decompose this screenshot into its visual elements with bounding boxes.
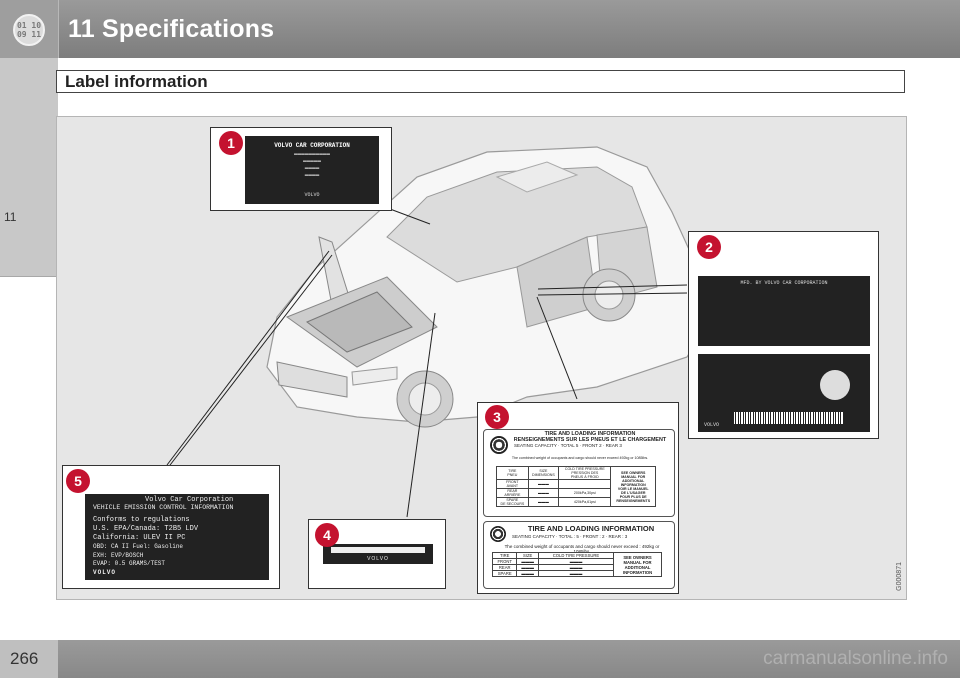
tire-code-plate-brand: VOLVO — [704, 422, 720, 428]
callout-1: 1 — [219, 131, 243, 155]
side-chapter-tab[interactable]: 11 — [0, 58, 58, 277]
certification-plate-header: MFD. BY VOLVO CAR CORPORATION — [740, 280, 828, 286]
watermark: carmanualsonline.info — [763, 648, 948, 669]
emission-line: Volvo Car Corporation — [145, 496, 234, 504]
load-caption: The combined weight of occupants and car… — [511, 456, 649, 460]
emission-line: VEHICLE EMISSION CONTROL INFORMATION — [93, 504, 234, 511]
label-2-panel: MFD. BY VOLVO CAR CORPORATION VOLVO — [688, 231, 879, 439]
label-location-figure: VOLVO CAR CORPORATION ▬▬▬▬▬▬▬▬▬▬▬▬▬▬▬▬▬▬… — [56, 116, 907, 600]
emission-line: Conforms to regulations — [93, 516, 190, 524]
chapter-title: 11 Specifications — [68, 15, 275, 43]
tire-label-english: TIRE AND LOADING INFORMATION SEATING CAP… — [483, 521, 675, 589]
emission-plate-brand: VOLVO — [93, 569, 117, 576]
emission-line: EXH: EVP/BOSCH — [93, 552, 144, 559]
plate-title: VOLVO CAR CORPORATION — [274, 142, 350, 149]
emission-line: U.S. EPA/Canada: T2B5 LDV — [93, 525, 199, 533]
load-caption: The combined weight of occupants and car… — [504, 544, 660, 554]
car-illustration — [166, 146, 708, 518]
chapter-icon: 01 10 09 11 — [13, 14, 45, 46]
emission-line: California: ULEV II PC — [93, 534, 186, 542]
callout-4: 4 — [315, 523, 339, 547]
callout-2: 2 — [697, 235, 721, 259]
emission-line: EVAP: 0.5 GRAMS/TEST — [93, 560, 166, 567]
figure-code: G000871 — [896, 562, 903, 591]
label-5-panel: Volvo Car Corporation VEHICLE EMISSION C… — [62, 465, 280, 589]
tire-label-title: TIRE AND LOADING INFORMATION — [527, 524, 655, 533]
seating-capacity-row: SEATING CAPACITY · TOTAL : 5 · FRONT : 2… — [512, 534, 628, 539]
chapter-tab: 01 10 09 11 — [0, 0, 59, 58]
tire-icon — [490, 526, 506, 542]
barcode — [734, 412, 844, 424]
section-header: Label information — [56, 70, 905, 93]
plate-lines: ▬▬▬▬▬▬▬▬▬▬▬▬▬▬▬▬▬▬▬▬▬▬▬ — [293, 150, 330, 178]
chassis-plate-brand: VOLVO — [367, 556, 389, 562]
callout-3: 3 — [485, 405, 509, 429]
plate-brand: VOLVO — [304, 192, 320, 198]
chassis-number-plate: VOLVO — [323, 544, 433, 564]
seating-capacity-row: SEATING CAPACITY · TOTAL 5 · FRONT 2 · R… — [514, 443, 622, 448]
tire-icon — [490, 436, 508, 454]
certification-plate: MFD. BY VOLVO CAR CORPORATION — [698, 276, 870, 346]
tire-code-plate: VOLVO — [698, 354, 870, 432]
page-number-box — [0, 640, 58, 678]
page-number: 266 — [10, 649, 39, 668]
emission-line: OBD: CA II Fuel: Gasoline — [93, 543, 184, 550]
section-title: Label information — [65, 72, 208, 91]
vehicle-id-plate: VOLVO CAR CORPORATION ▬▬▬▬▬▬▬▬▬▬▬▬▬▬▬▬▬▬… — [245, 136, 379, 204]
certification-seal — [820, 370, 850, 400]
footer-bar — [0, 640, 960, 678]
header-bar — [0, 0, 960, 58]
side-chapter-label: 11 — [4, 210, 17, 224]
callout-5: 5 — [66, 469, 90, 493]
emission-control-plate: Volvo Car Corporation VEHICLE EMISSION C… — [85, 494, 269, 580]
